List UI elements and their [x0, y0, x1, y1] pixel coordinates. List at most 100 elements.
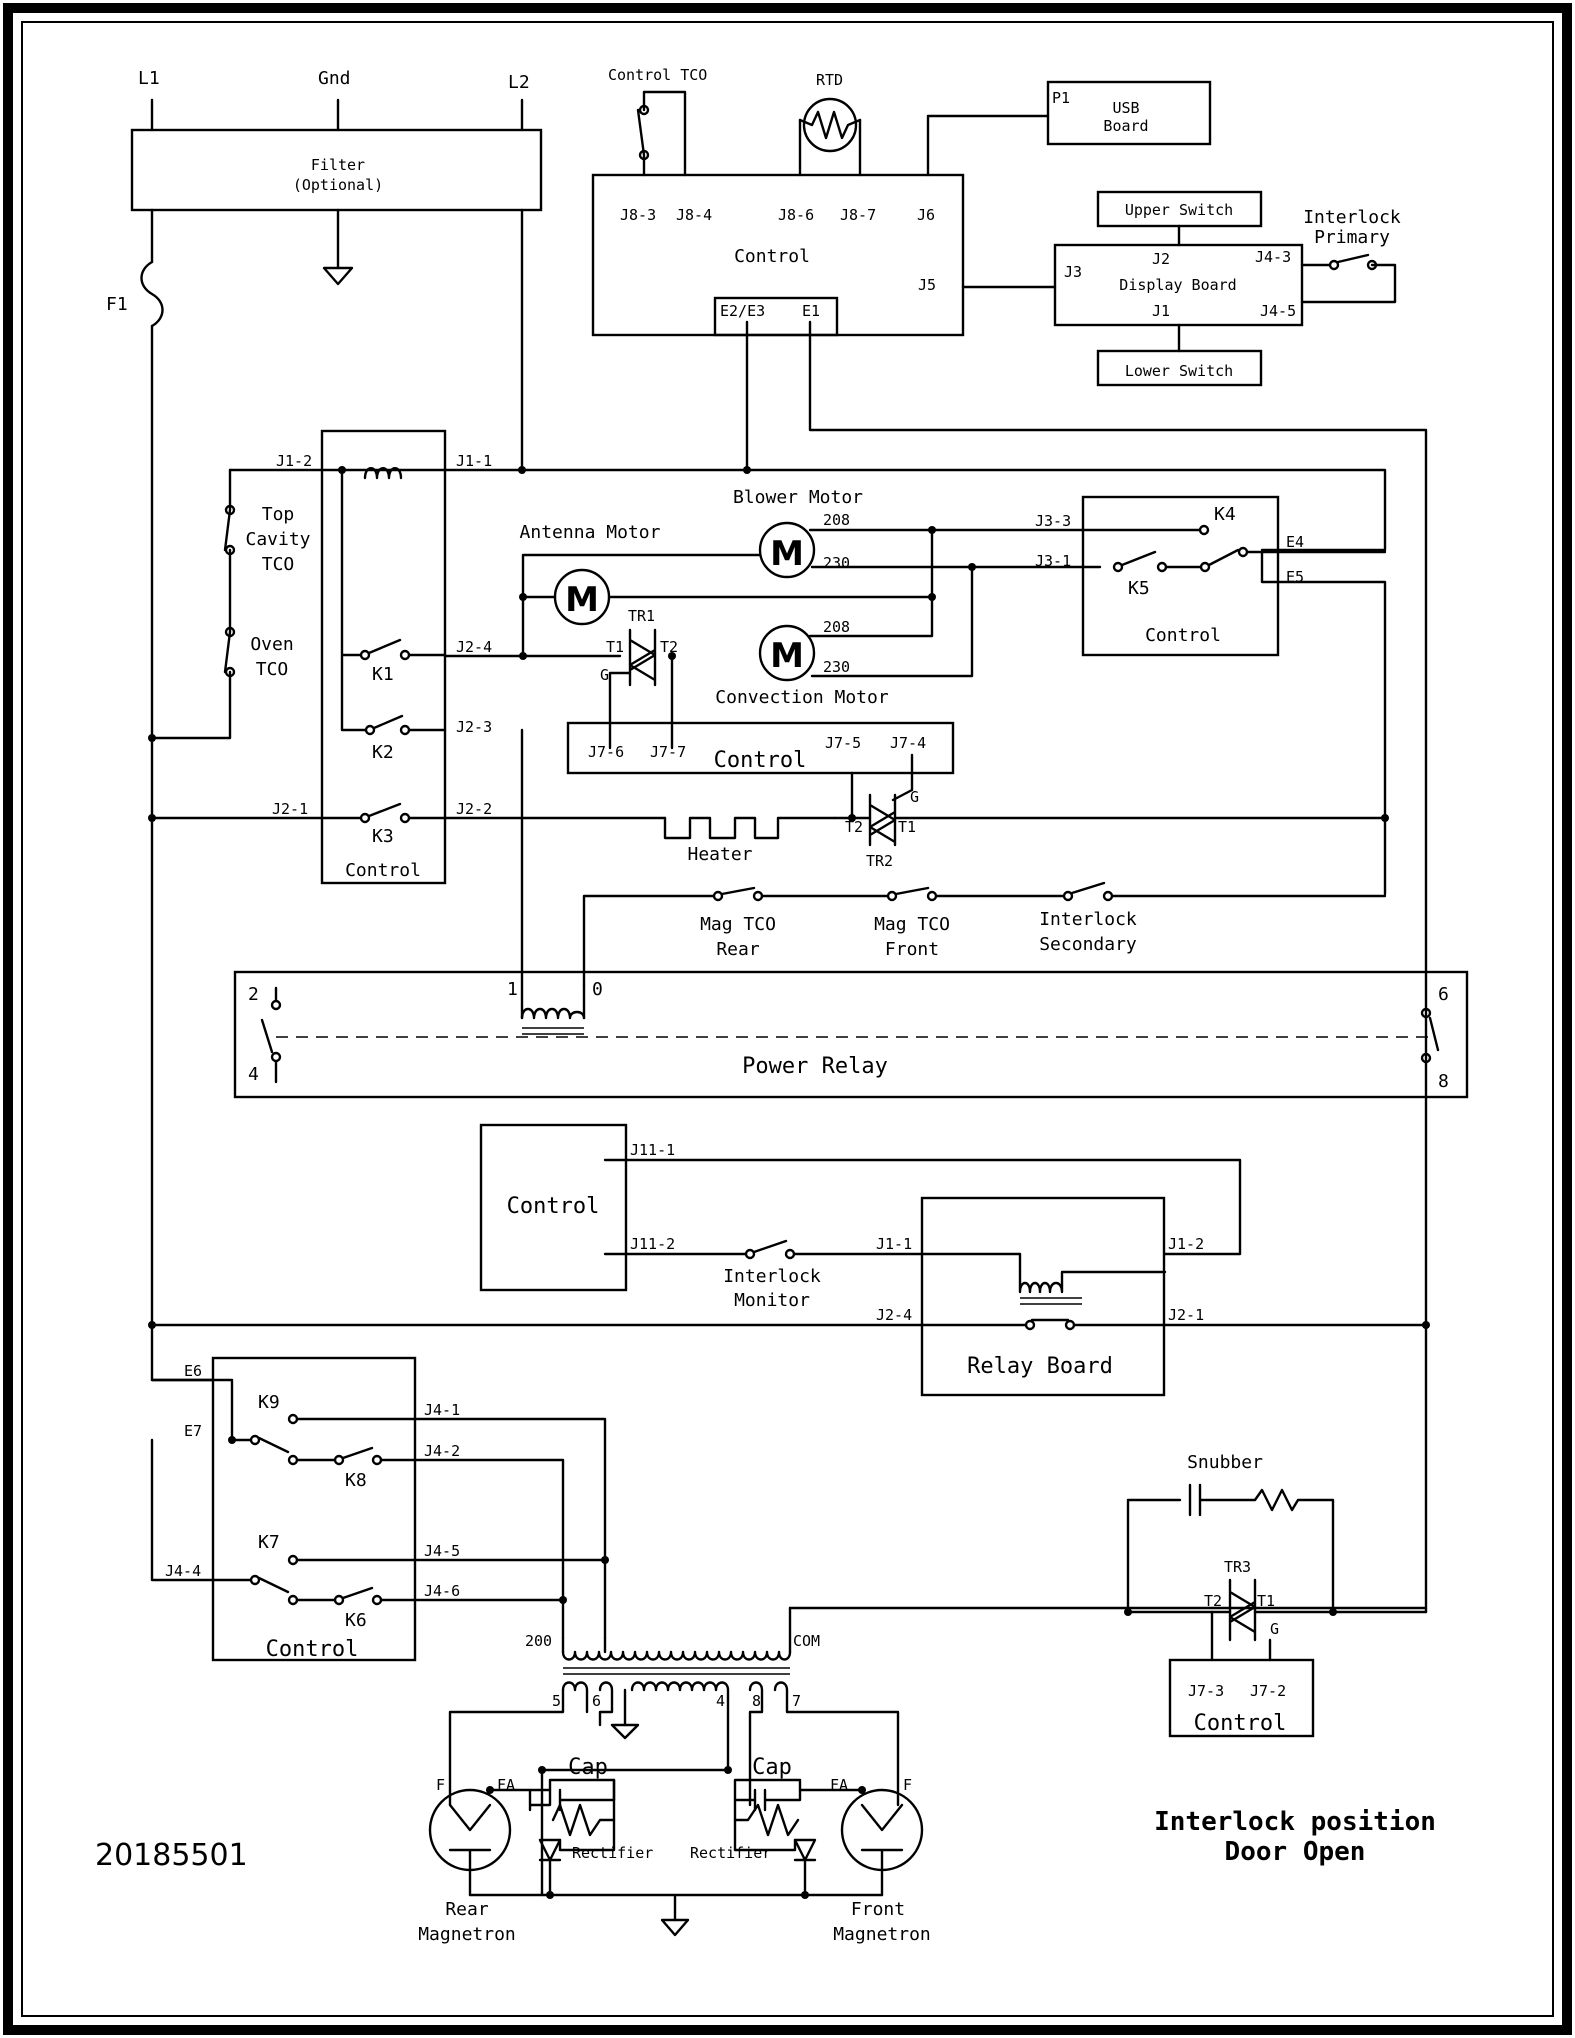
monitor-control-title: Control: [507, 1194, 600, 1219]
oven-tco-line2: TCO: [256, 659, 289, 680]
right-control-title: Control: [1145, 625, 1221, 646]
relay-p2: 2: [248, 984, 259, 1005]
bottom-ground-icon: [660, 1918, 690, 1937]
bottom-control-title: Control: [266, 1637, 359, 1662]
front-mag-line2: Magnetron: [833, 1924, 931, 1945]
convection-m: M: [770, 636, 804, 676]
e2e3-label: E2/E3: [720, 302, 765, 320]
rb-j2-4: J2-4: [876, 1306, 912, 1324]
convection-motor-label: Convection Motor: [715, 687, 889, 708]
interlock-primary-line2: Primary: [1314, 227, 1390, 248]
left-control-box: [320, 429, 447, 885]
tap-5: 5: [552, 1692, 561, 1710]
rtd-label: RTD: [816, 71, 843, 89]
top-control-section: Control Control TCO J8-3 J8-4 RTD J8-6 J…: [591, 66, 1428, 1614]
tr1-t1: T1: [606, 638, 624, 656]
rear-fa-label: FA: [497, 1776, 515, 1794]
j11-2-label: J11-2: [630, 1235, 675, 1253]
int-monitor-line2: Monitor: [734, 1290, 810, 1311]
snubber-section: Snubber TR3 T2 T1 G J7-3 J7-2 Control: [1126, 1452, 1428, 1738]
tr3-control-box: [1168, 1658, 1315, 1738]
rtd-icon: [802, 97, 858, 153]
center-ground-icon: [610, 1723, 640, 1740]
gnd-label: Gnd: [318, 68, 351, 89]
tap-com-label: COM: [793, 1632, 820, 1650]
relay-coil0: 0: [592, 979, 603, 1000]
right-control-section: Control K4 K5 E4 E5 J3-3 J3-1: [1035, 495, 1387, 896]
j1-1-label: J1-1: [456, 452, 492, 470]
k2-label: K2: [372, 742, 394, 763]
tr3-label: TR3: [1224, 1558, 1251, 1576]
primary-winding-icon: [561, 1650, 792, 1661]
e-terminal-box: [713, 296, 839, 337]
motor-section: Blower Motor Antenna Motor Convection Mo…: [443, 487, 1202, 750]
triac1-icon: [628, 628, 657, 687]
top-tco-line2: Cavity: [245, 529, 310, 550]
j8-4-label: J8-4: [676, 206, 712, 224]
tr3-j7-2: J7-2: [1250, 1682, 1286, 1700]
tr2-t1: T1: [898, 818, 916, 836]
mid-control-box: [566, 721, 955, 775]
j7-5-label: J7-5: [825, 734, 861, 752]
j2-3-label: J2-3: [456, 718, 492, 736]
convection-motor-icon: [758, 624, 816, 682]
snubber-label: Snubber: [1187, 1452, 1263, 1473]
rear-rectifier-label: Rectifier: [572, 1844, 653, 1862]
filter-title: Filter: [311, 156, 365, 174]
conv-230: 230: [823, 658, 850, 676]
tr1-t2: T2: [660, 638, 678, 656]
front-mag-line1: Front: [851, 1899, 905, 1920]
k5-label: K5: [1128, 578, 1150, 599]
int-monitor-line1: Interlock: [723, 1266, 821, 1287]
magnetron-section: Cap Rectifier F FA Rear Magnetron Cap Re…: [418, 1755, 931, 1945]
j2-2-label: J2-2: [456, 800, 492, 818]
top-tco-line3: TCO: [262, 554, 295, 575]
rb-j1-1: J1-1: [876, 1235, 912, 1253]
j11-1-label: J11-1: [630, 1141, 675, 1159]
interlock-primary-line1: Interlock: [1303, 207, 1401, 228]
tr1-label: TR1: [628, 607, 655, 625]
power-relay-title: Power Relay: [742, 1054, 888, 1079]
tap-200-label: 200: [525, 1632, 552, 1650]
j4-6-label: J4-6: [424, 1582, 460, 1600]
j4-2-label: J4-2: [424, 1442, 460, 1460]
j8-6-label: J8-6: [778, 206, 814, 224]
usb-board-box: [1046, 80, 1212, 146]
lower-switch-label: Lower Switch: [1125, 362, 1233, 380]
j3-1-label: J3-1: [1035, 552, 1071, 570]
monitor-control-box: [479, 1123, 628, 1292]
relay-board-box: [920, 1196, 1166, 1397]
usb-p1-label: P1: [1052, 89, 1070, 107]
tap-6: 6: [592, 1692, 601, 1710]
document-number: 20185501: [95, 1838, 248, 1873]
j5-label: J5: [918, 276, 936, 294]
relay-coil1: 1: [507, 979, 518, 1000]
j4-5-label: J4-5: [424, 1542, 460, 1560]
inner-frame: [21, 21, 1554, 2017]
antenna-m: M: [565, 580, 599, 620]
blower-motor-label: Blower Motor: [733, 487, 863, 508]
j2-1-label: J2-1: [272, 800, 308, 818]
tr3-t2: T2: [1204, 1592, 1222, 1610]
fuse-label: F1: [106, 294, 128, 315]
tap-7: 7: [792, 1692, 801, 1710]
l1-label: L1: [138, 68, 160, 89]
blower-208: 208: [823, 511, 850, 529]
outer-frame: [3, 3, 1572, 2035]
k3-label: K3: [372, 826, 394, 847]
left-control-title: Control: [345, 860, 421, 881]
filter-ground-icon: [322, 266, 354, 286]
control-tco-label: Control TCO: [608, 66, 707, 84]
relay-board-title: Relay Board: [967, 1354, 1113, 1379]
interlock-position-line2: Door Open: [1225, 1837, 1366, 1867]
rear-rectifier-icon: [538, 1838, 562, 1897]
rear-mag-line2: Magnetron: [418, 1924, 516, 1945]
j1-2-label: J1-2: [276, 452, 312, 470]
triac2-icon: [868, 793, 897, 847]
usb-line2: Board: [1103, 117, 1148, 135]
heater-label: Heater: [687, 844, 752, 865]
display-title: Display Board: [1119, 276, 1236, 294]
front-rectifier-icon: [793, 1838, 817, 1897]
triac3-icon: [1228, 1578, 1257, 1642]
rb-coil-icon: [1018, 1270, 1167, 1294]
